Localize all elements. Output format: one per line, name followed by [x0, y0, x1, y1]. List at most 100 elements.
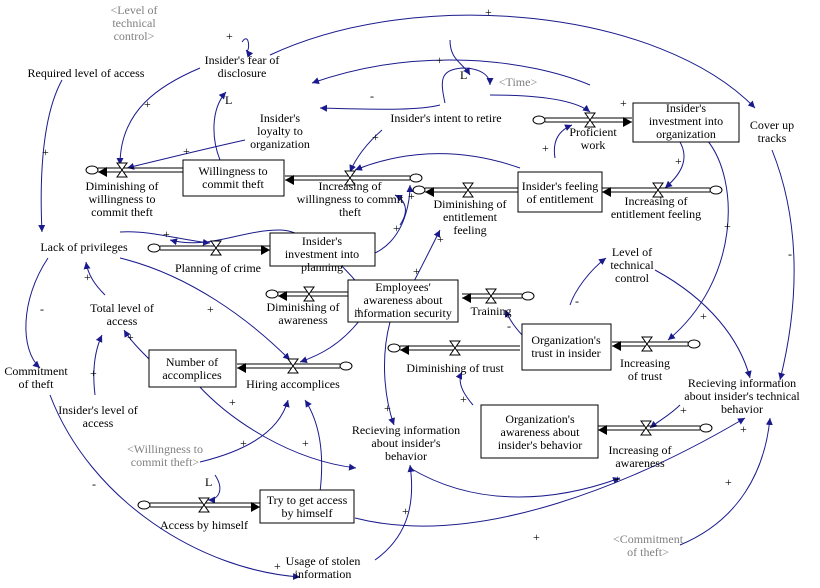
cloud-icon [147, 243, 161, 253]
polarity-plus: + [724, 219, 731, 233]
polarity-loop-L: L [460, 68, 467, 82]
polarity-plus: + [614, 472, 621, 486]
polarity-plus: + [163, 227, 170, 241]
cloud-icon [265, 289, 279, 299]
link-try-to-hiring [304, 399, 323, 493]
polarity-plus: + [436, 53, 443, 67]
link-investment-to-increasing-entitlement [664, 141, 685, 189]
link-techcontrol-to-receiving-tech [654, 269, 752, 379]
link-proficient-to-fear [311, 59, 591, 86]
polarity-plus: + [144, 97, 151, 111]
stock-box-org-awareness [480, 404, 599, 459]
polarity-minus: - [40, 302, 44, 316]
link-loyalty-to-diminishing [126, 139, 246, 170]
polarity-plus: + [90, 366, 97, 380]
link-org-awareness-to-diminishing-trust [455, 371, 474, 406]
stock-box-investment-planning [269, 232, 376, 267]
link-willingness-to-fear [213, 91, 227, 161]
stock-box-accomplices [148, 349, 237, 388]
var-hiring-accomplices: Hiring accomplices [246, 377, 340, 391]
polarity-plus: + [240, 436, 247, 450]
causal-links [25, 14, 795, 580]
link-awareness-to-receiving-behavior [384, 321, 395, 426]
var-access-by-himself: Access by himself [160, 518, 248, 532]
link-receiving-behavior-to-increasing-awareness [409, 467, 621, 498]
link-insider-access-to-total [93, 334, 103, 396]
polarity-plus: + [355, 303, 362, 317]
cloud-icon [412, 185, 426, 195]
polarity-plus: + [42, 145, 49, 159]
polarity-plus: + [372, 130, 379, 144]
polarity-plus: + [226, 29, 233, 43]
stock-box-willingness [182, 159, 285, 197]
var-time-shadow: <Time> [499, 75, 538, 89]
cloud-icon [532, 115, 546, 125]
flow-valves [116, 112, 664, 513]
var-intent-retire: Insider's intent to retire [390, 111, 501, 125]
flow-clouds [85, 115, 723, 510]
valve-hiring-accomplices [287, 358, 299, 374]
polarity-plus: + [542, 141, 549, 155]
valve-planning-of-crime [210, 240, 222, 256]
valve-training [485, 288, 497, 304]
polarity-signs: + + + + + + + + + + + + + + + + + + + + … [40, 5, 792, 573]
link-commitment-shadow-to-receiving-tech [679, 417, 773, 546]
polarity-plus: + [680, 403, 687, 417]
cloud-icon [387, 343, 401, 353]
stock-box-entitlement [517, 171, 603, 213]
polarity-plus: + [533, 530, 540, 544]
flow-pipes [98, 117, 710, 512]
polarity-plus: + [302, 436, 309, 450]
link-willingness-shadow-to-hiring [199, 399, 290, 463]
polarity-plus: + [700, 309, 707, 323]
cloud-icon [137, 500, 151, 510]
link-loop-time [441, 67, 494, 104]
link-planning-to-willingness [394, 194, 406, 226]
link-required-to-lack [38, 79, 63, 233]
link-techcontrol-to-fear [241, 38, 254, 58]
link-coverup-to-receiving-tech [771, 149, 795, 381]
polarity-plus: + [127, 330, 134, 344]
link-retire-to-increasing-willingness [349, 129, 383, 173]
polarity-plus: + [393, 221, 400, 235]
polarity-plus: + [408, 189, 415, 203]
polarity-minus: - [370, 89, 374, 103]
cloud-icon [409, 173, 423, 183]
var-lack-of-privileges: Lack of privileges [40, 240, 128, 254]
link-lack-to-hiring [119, 257, 291, 361]
link-commitment-to-usage [49, 394, 301, 580]
polarity-plus: + [402, 504, 409, 518]
link-total-to-lack [83, 261, 106, 296]
link-entitlement-to-proficient [553, 124, 573, 159]
valve-increasing-awareness [640, 420, 652, 436]
var-diminishing-trust: Diminishing of trust [406, 361, 504, 375]
valve-diminishing-entitlement [462, 182, 474, 198]
valve-increasing-entitlement [652, 182, 664, 198]
cloud-icon [699, 423, 713, 433]
link-receiving-tech-to-increasing-awareness [649, 404, 681, 429]
polarity-plus: + [675, 154, 682, 168]
stock-box-employees-awareness [347, 279, 459, 323]
polarity-loop-L: L [225, 93, 232, 107]
valve-diminishing-willingness [116, 162, 128, 178]
polarity-plus: + [725, 475, 732, 489]
valve-proficient-work [584, 112, 596, 128]
